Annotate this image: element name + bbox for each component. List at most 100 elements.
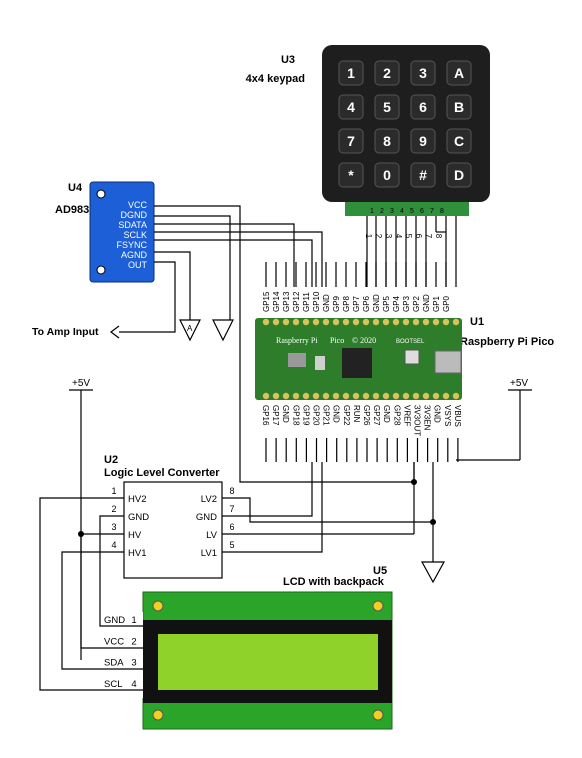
pico-top-pin-label: GP3 xyxy=(402,295,411,312)
keypad-key-label: 0 xyxy=(383,167,391,183)
pico-pad xyxy=(422,392,430,400)
pico-pad xyxy=(272,318,280,326)
pico-bottom-pin-label: GP26 xyxy=(362,405,371,426)
keypad-key-label: 6 xyxy=(419,99,427,115)
pico-bottom-pin-label: 3V3EN xyxy=(423,405,432,431)
ad9833-pin-label: AGND xyxy=(121,250,148,260)
pico-pad xyxy=(452,318,460,326)
pico-bottom-pin-label: 3V3OUT xyxy=(413,405,422,436)
pico-bottom-pin-label: GP17 xyxy=(271,405,280,426)
keypad-key-label: 7 xyxy=(347,133,355,149)
keypad-pin-number: 7 xyxy=(424,234,433,239)
ad9833-pin-label: OUT xyxy=(128,260,148,270)
pico-chip xyxy=(342,348,372,378)
ad9833-hole xyxy=(96,265,106,275)
pico-pad xyxy=(362,392,370,400)
keypad-key-label: D xyxy=(454,167,464,183)
pico-bottom-pin-label: GND xyxy=(382,405,391,423)
keypad-key xyxy=(338,128,364,154)
keypad-pin-number: 7 xyxy=(430,208,434,215)
u1-ref: U1 xyxy=(470,316,484,328)
pico-silk-model: Pico xyxy=(330,336,344,345)
u2-pin-name: LV xyxy=(206,530,218,541)
pico-pad xyxy=(372,318,380,326)
usb-connector xyxy=(434,350,462,374)
u2-pin-name: GND xyxy=(196,512,217,523)
pico-pad xyxy=(382,392,390,400)
lcd-pin-name: VCC xyxy=(104,636,124,647)
pico-pad xyxy=(402,392,410,400)
u2-pin-name: HV2 xyxy=(128,494,146,505)
ad9833-pin-label: SDATA xyxy=(118,220,147,230)
u2-pin-number: 4 xyxy=(111,540,116,550)
pico-silk-bootsel: BOOTSEL xyxy=(396,339,425,345)
ground-symbol-dgnd xyxy=(212,319,234,342)
pico-top-pin-label: GND xyxy=(372,294,381,312)
keypad-key xyxy=(374,128,400,154)
keypad-key-label: A xyxy=(454,65,464,81)
bootsel-button xyxy=(404,349,420,365)
ad9833-pin-label: FSYNC xyxy=(116,240,147,250)
ad9833-hole xyxy=(96,189,106,199)
pico-pad xyxy=(292,318,300,326)
u2-pin-number: 5 xyxy=(229,540,234,550)
u1-name: Raspberry Pi Pico xyxy=(460,336,554,348)
pico-component xyxy=(315,356,325,370)
keypad-key-label: B xyxy=(454,99,464,115)
pico-top-pin-label: GND xyxy=(322,294,331,312)
pico-pad xyxy=(422,318,430,326)
pico-pad xyxy=(372,392,380,400)
agnd-symbol-label: A xyxy=(187,324,193,333)
keypad-pin-number: 3 xyxy=(384,234,393,239)
pico-bottom-pin-label: GND xyxy=(281,405,290,423)
pico-pad xyxy=(442,392,450,400)
pico-bottom-pin-label: GP20 xyxy=(312,405,321,426)
pico-bottom-pin-label: GP19 xyxy=(301,405,310,426)
keypad-pin-header xyxy=(345,202,469,216)
pico-top-pin-label: GP9 xyxy=(332,295,341,312)
pico-top-pin-label: GP5 xyxy=(382,295,391,312)
keypad-pin-number: 6 xyxy=(420,208,424,215)
pico-pad xyxy=(322,318,330,326)
lcd-pin-number: 4 xyxy=(131,679,136,690)
power-5v-right: +5V xyxy=(456,378,532,461)
pico-bottom-pin-label: GP16 xyxy=(261,405,270,426)
pico-pad xyxy=(412,318,420,326)
keypad-key xyxy=(410,94,436,120)
pico-top-pin-label: GP1 xyxy=(432,295,441,312)
pico-bottom-pin-label: GP27 xyxy=(372,405,381,426)
pico-bottom-pin-label: RUN xyxy=(352,405,361,423)
pico-top-pin-label: GND xyxy=(422,294,431,312)
keypad-key xyxy=(410,60,436,86)
u3-ref: U3 xyxy=(281,54,295,66)
pico-u1: U1 Raspberry Pi Pico Raspberry Pi Pico ©… xyxy=(255,262,554,462)
keypad-pin-number: 6 xyxy=(414,234,423,239)
keypad-pin-number: 5 xyxy=(410,208,414,215)
keypad-key-label: # xyxy=(419,167,427,183)
vcc-label-left: +5V xyxy=(72,378,90,389)
u2-pin-name: HV xyxy=(128,530,142,541)
pico-silk-year: © 2020 xyxy=(352,336,376,345)
u2-pin-name: LV2 xyxy=(201,494,217,505)
keypad-key xyxy=(338,94,364,120)
pico-pad xyxy=(272,392,280,400)
keypad-key xyxy=(410,162,436,188)
pico-pad xyxy=(332,392,340,400)
pico-silk-brand: Raspberry Pi xyxy=(276,336,318,345)
lcd-hole xyxy=(152,600,164,612)
keypad-key xyxy=(338,60,364,86)
keypad-key xyxy=(374,60,400,86)
u2-pin-name: LV1 xyxy=(201,548,217,559)
pico-bottom-pin-label: GP28 xyxy=(392,405,401,426)
pico-pad xyxy=(382,318,390,326)
pico-pad xyxy=(282,392,290,400)
pico-bottom-pin-label: GP22 xyxy=(342,405,351,426)
keypad-key xyxy=(446,60,472,86)
pico-bottom-pin-label: GND xyxy=(433,405,442,423)
keypad-key-label: 9 xyxy=(419,133,427,149)
u2-box xyxy=(123,481,223,579)
keypad-key-label: 5 xyxy=(383,99,391,115)
